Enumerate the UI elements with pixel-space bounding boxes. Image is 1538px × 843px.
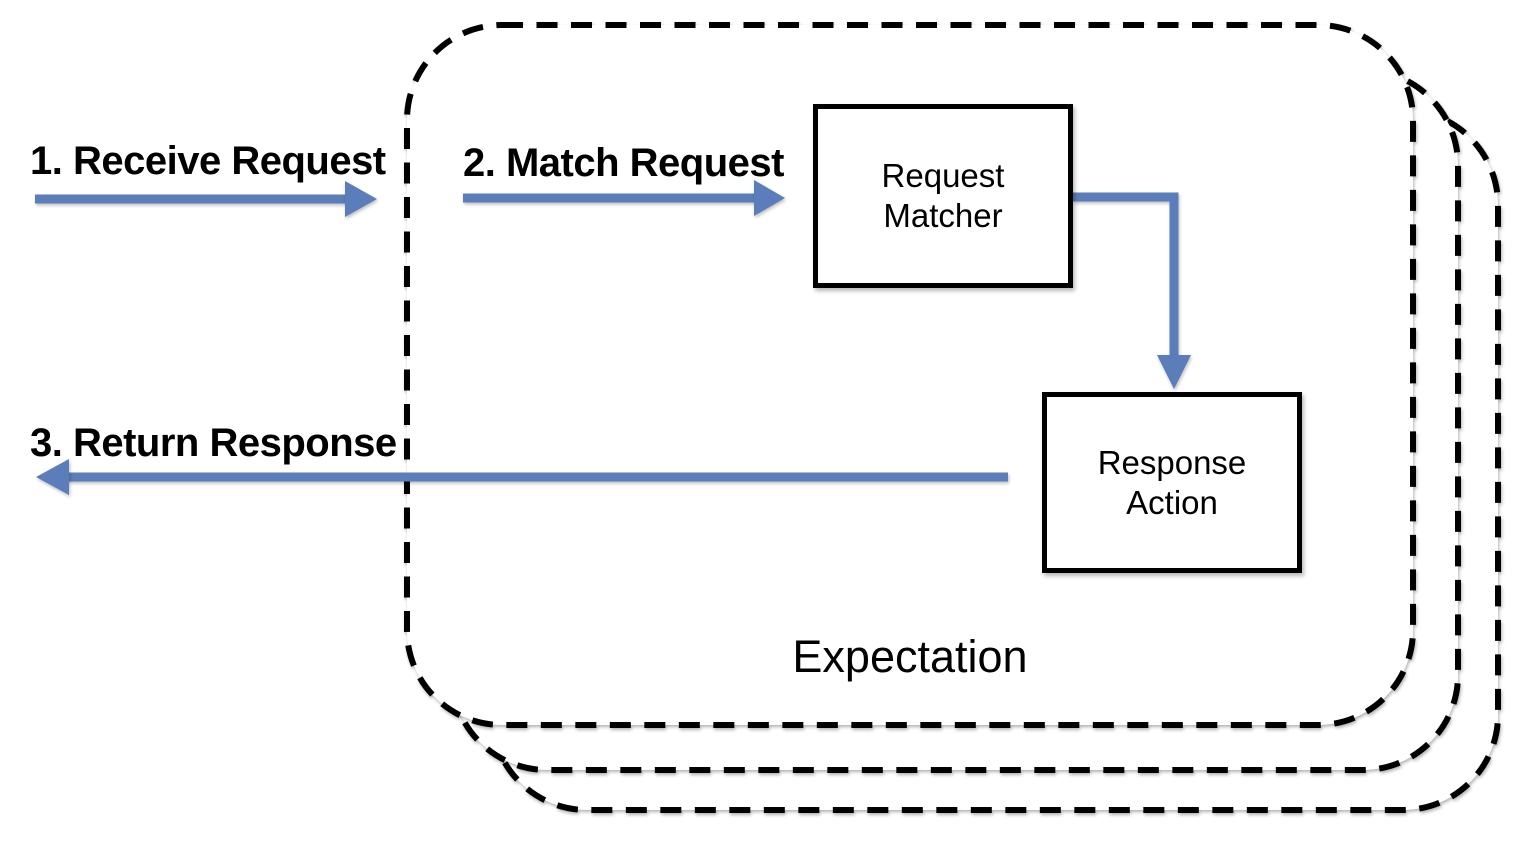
expectation-label: Expectation — [792, 631, 1028, 682]
request-matcher-label-line1: Request — [881, 157, 1005, 195]
return-response-arrowhead — [36, 459, 69, 495]
match-request-label: 2. Match Request — [463, 141, 784, 185]
matcher-to-action-connector — [1073, 192, 1179, 357]
flow-arrows — [35, 180, 1191, 495]
matcher-to-action-arrowhead — [1157, 355, 1191, 389]
request-matcher-label-line2: Matcher — [883, 197, 1003, 234]
request-matcher-box: Request Matcher — [813, 104, 1073, 288]
response-action-box: Response Action — [1042, 392, 1302, 573]
response-action-label-line1: Response — [1097, 443, 1247, 481]
receive-request-arrowhead — [345, 181, 377, 217]
response-action-label-line2: Action — [1126, 483, 1218, 521]
match-request-arrowhead — [754, 180, 785, 216]
receive-request-label: 1. Receive Request — [30, 139, 386, 183]
return-response-label: 3. Return Response — [30, 421, 397, 465]
